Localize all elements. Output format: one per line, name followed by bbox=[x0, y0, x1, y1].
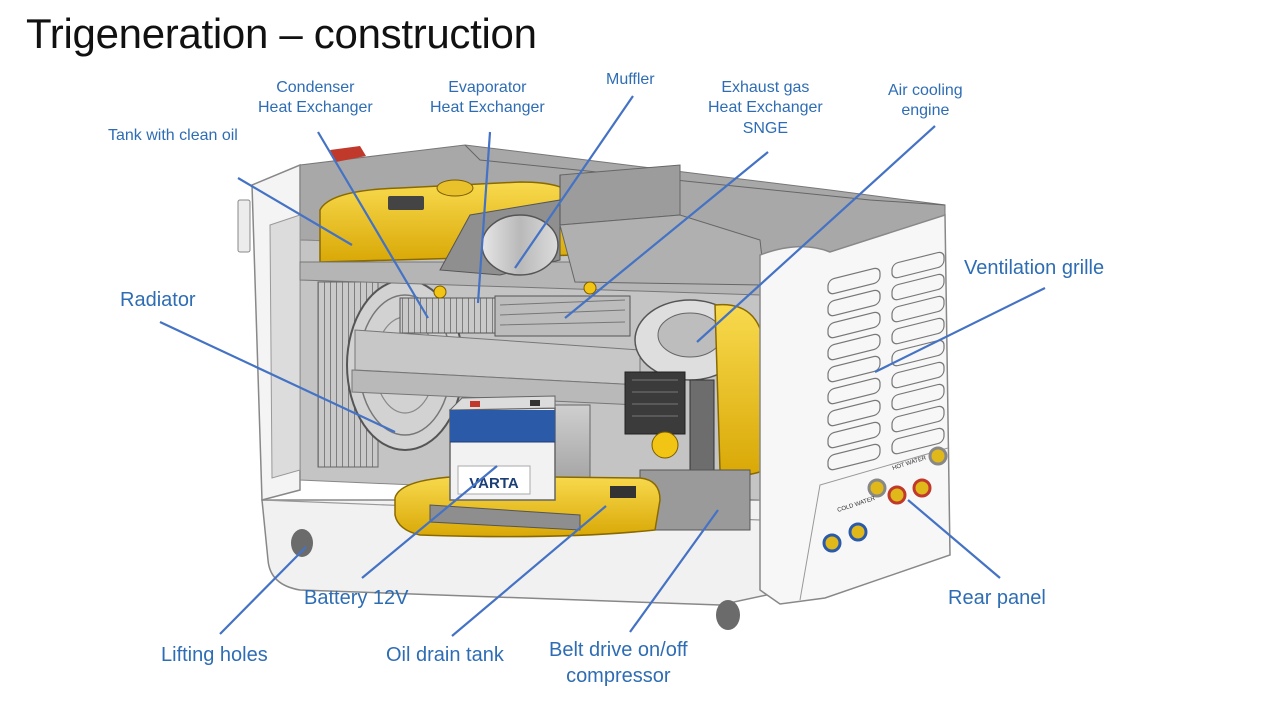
left-end-panel bbox=[237, 146, 366, 501]
page-title: Trigeneration – construction bbox=[26, 10, 537, 57]
leader-tank bbox=[237, 177, 353, 246]
label-battery: Battery 12V bbox=[304, 587, 409, 609]
label-exhaust: Exhaust gas Heat Exchanger SNGE bbox=[708, 79, 823, 137]
leader-exhaust bbox=[564, 151, 769, 319]
heat-exchangers bbox=[399, 281, 631, 337]
leader-condenser bbox=[317, 131, 429, 319]
lifting-hole-front bbox=[716, 600, 740, 630]
label-rear-panel: Rear panel bbox=[948, 587, 1046, 609]
label-evaporator: Evaporator Heat Exchanger bbox=[430, 79, 545, 117]
label-radiator: Radiator bbox=[120, 289, 196, 311]
label-ventilation-grille: Ventilation grille bbox=[964, 257, 1105, 279]
leader-muffler bbox=[514, 95, 634, 269]
label-oil-drain-tank: Oil drain tank bbox=[386, 644, 504, 666]
leader-battery bbox=[361, 465, 498, 579]
ventilation-grille bbox=[827, 251, 945, 471]
label-lifting-holes: Lifting holes bbox=[161, 644, 268, 666]
label-air-cooling: Air cooling engine bbox=[888, 82, 963, 120]
label-muffler: Muffler bbox=[606, 71, 655, 88]
label-belt-drive: Belt drive on/off compressor bbox=[549, 639, 688, 687]
battery: VARTA bbox=[448, 395, 556, 501]
engine bbox=[624, 299, 766, 531]
leader-lines bbox=[159, 95, 1046, 637]
leader-air-cooling bbox=[696, 125, 936, 343]
leader-ventilation bbox=[874, 287, 1046, 373]
leader-evaporator bbox=[476, 131, 492, 304]
leader-belt bbox=[629, 509, 719, 633]
leader-lifting bbox=[219, 546, 307, 635]
label-tank-clean-oil: Tank with clean oil bbox=[108, 127, 238, 144]
label-condenser: Condenser Heat Exchanger bbox=[258, 79, 373, 117]
lifting-hole-left bbox=[291, 529, 313, 557]
leader-radiator bbox=[159, 321, 396, 433]
muffler-assembly bbox=[439, 164, 766, 286]
right-end-panel: COLD WATER HOT WATER bbox=[759, 213, 951, 605]
leader-rear-panel bbox=[907, 499, 1001, 579]
leader-oil-drain bbox=[451, 505, 607, 637]
